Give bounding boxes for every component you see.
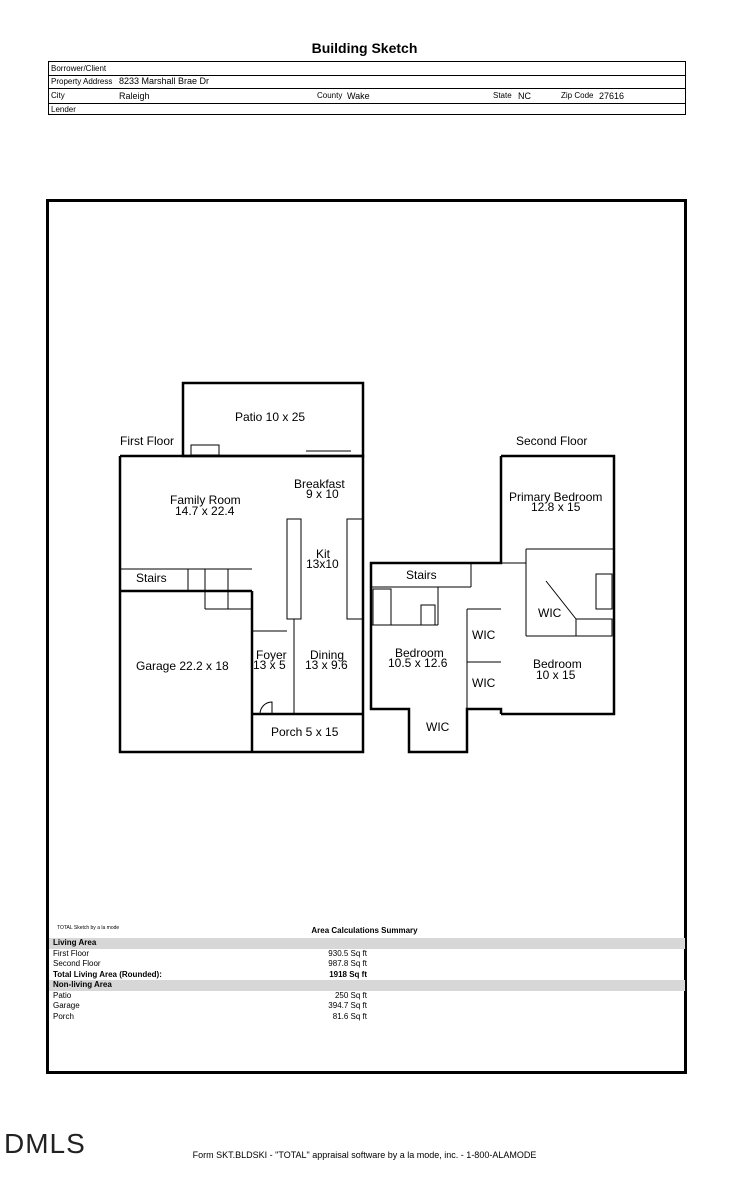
living-area-header: Living Area [53, 938, 97, 947]
stairs-first-label: Stairs [136, 571, 167, 585]
row-value: 930.5 Sq ft [328, 948, 367, 958]
lender-label: Lender [51, 105, 76, 114]
row-value: 81.6 Sq ft [332, 1011, 367, 1021]
foyer-dim: 13 x 5 [253, 658, 286, 672]
row-label: Garage [53, 1001, 80, 1010]
state-label: State [493, 91, 512, 100]
sketch-frame [46, 199, 687, 1074]
floor-plan: First Floor Second Floor Patio 10 x 25 B… [118, 381, 616, 754]
county-value: Wake [347, 91, 370, 101]
borrower-label: Borrower/Client [51, 64, 107, 73]
page-title: Building Sketch [311, 40, 418, 56]
row-label: Patio [53, 990, 72, 1000]
first-floor-label: First Floor [120, 434, 174, 448]
county-label: County [317, 91, 343, 100]
address-value: 8233 Marshall Brae Dr [119, 76, 210, 86]
row-label: Second Floor [53, 959, 101, 968]
row-value: 1918 Sq ft [329, 969, 367, 979]
bedroom-label: Bedroom [533, 657, 582, 671]
kitchen-dim: 13x10 [306, 557, 339, 571]
table-row: Porch 81.6 Sq ft [49, 1012, 685, 1023]
breakfast-label: Breakfast [294, 477, 345, 491]
table-row: Living Area [49, 938, 685, 949]
sketch-credit: TOTAL Sketch by a la mode [57, 925, 120, 931]
row-value: 987.8 Sq ft [328, 959, 367, 968]
city-label: City [51, 91, 65, 100]
wic-label: WIC [426, 720, 450, 734]
dining-label: Dining [310, 648, 344, 662]
kitchen-label: Kit [316, 547, 331, 561]
wic-label: WIC [472, 676, 496, 690]
bedroom-dim: 10 x 15 [536, 668, 576, 682]
table-row: Non-living Area [49, 980, 685, 991]
row-value: 394.7 Sq ft [328, 1001, 367, 1010]
family-room-label: Family Room [170, 493, 241, 507]
mls-watermark-logo: DMLS [4, 1128, 86, 1159]
row-label: Total Living Area (Rounded): [53, 969, 162, 979]
bedroom-label: Bedroom [395, 646, 444, 660]
table-row: Total Living Area (Rounded): 1918 Sq ft [49, 970, 685, 981]
patio-label: Patio 10 x 25 [235, 410, 305, 424]
table-row: First Floor 930.5 Sq ft [49, 949, 685, 960]
row-value: 250 Sq ft [334, 990, 367, 1000]
row-label: First Floor [53, 948, 89, 958]
foyer-label: Foyer [256, 648, 287, 662]
form-footer: Form SKT.BLDSKI - "TOTAL" appraisal soft… [192, 1150, 537, 1160]
garage-label: Garage 22.2 x 18 [136, 659, 229, 673]
dining-dim: 13 x 9.6 [305, 658, 348, 672]
wic-label: WIC [472, 628, 496, 642]
summary-title: Area Calculations Summary [311, 926, 418, 935]
stairs-second-label: Stairs [406, 568, 437, 582]
primary-bedroom-dim: 12.8 x 15 [531, 500, 581, 514]
family-room-dim: 14.7 x 22.4 [175, 504, 235, 518]
second-floor-label: Second Floor [516, 434, 587, 448]
property-info-header: Borrower/Client Property Address 8233 Ma… [48, 61, 686, 115]
breakfast-dim: 9 x 10 [306, 487, 339, 501]
table-row: Patio 250 Sq ft [49, 991, 685, 1002]
table-row: Second Floor 987.8 Sq ft [49, 959, 685, 970]
bedroom-dim: 10.5 x 12.6 [388, 656, 448, 670]
state-value: NC [518, 91, 531, 101]
nonliving-area-header: Non-living Area [53, 980, 112, 989]
city-value: Raleigh [119, 91, 150, 101]
porch-label: Porch 5 x 15 [271, 725, 339, 739]
primary-bedroom-label: Primary Bedroom [509, 490, 602, 504]
address-label: Property Address [51, 77, 113, 86]
row-label: Porch [53, 1011, 74, 1021]
zip-label: Zip Code [561, 91, 594, 100]
table-row: Garage 394.7 Sq ft [49, 1001, 685, 1012]
area-summary-table: Living Area First Floor 930.5 Sq ft Secon… [49, 938, 685, 1022]
wic-primary-label: WIC [538, 606, 562, 620]
zip-value: 27616 [599, 91, 625, 101]
